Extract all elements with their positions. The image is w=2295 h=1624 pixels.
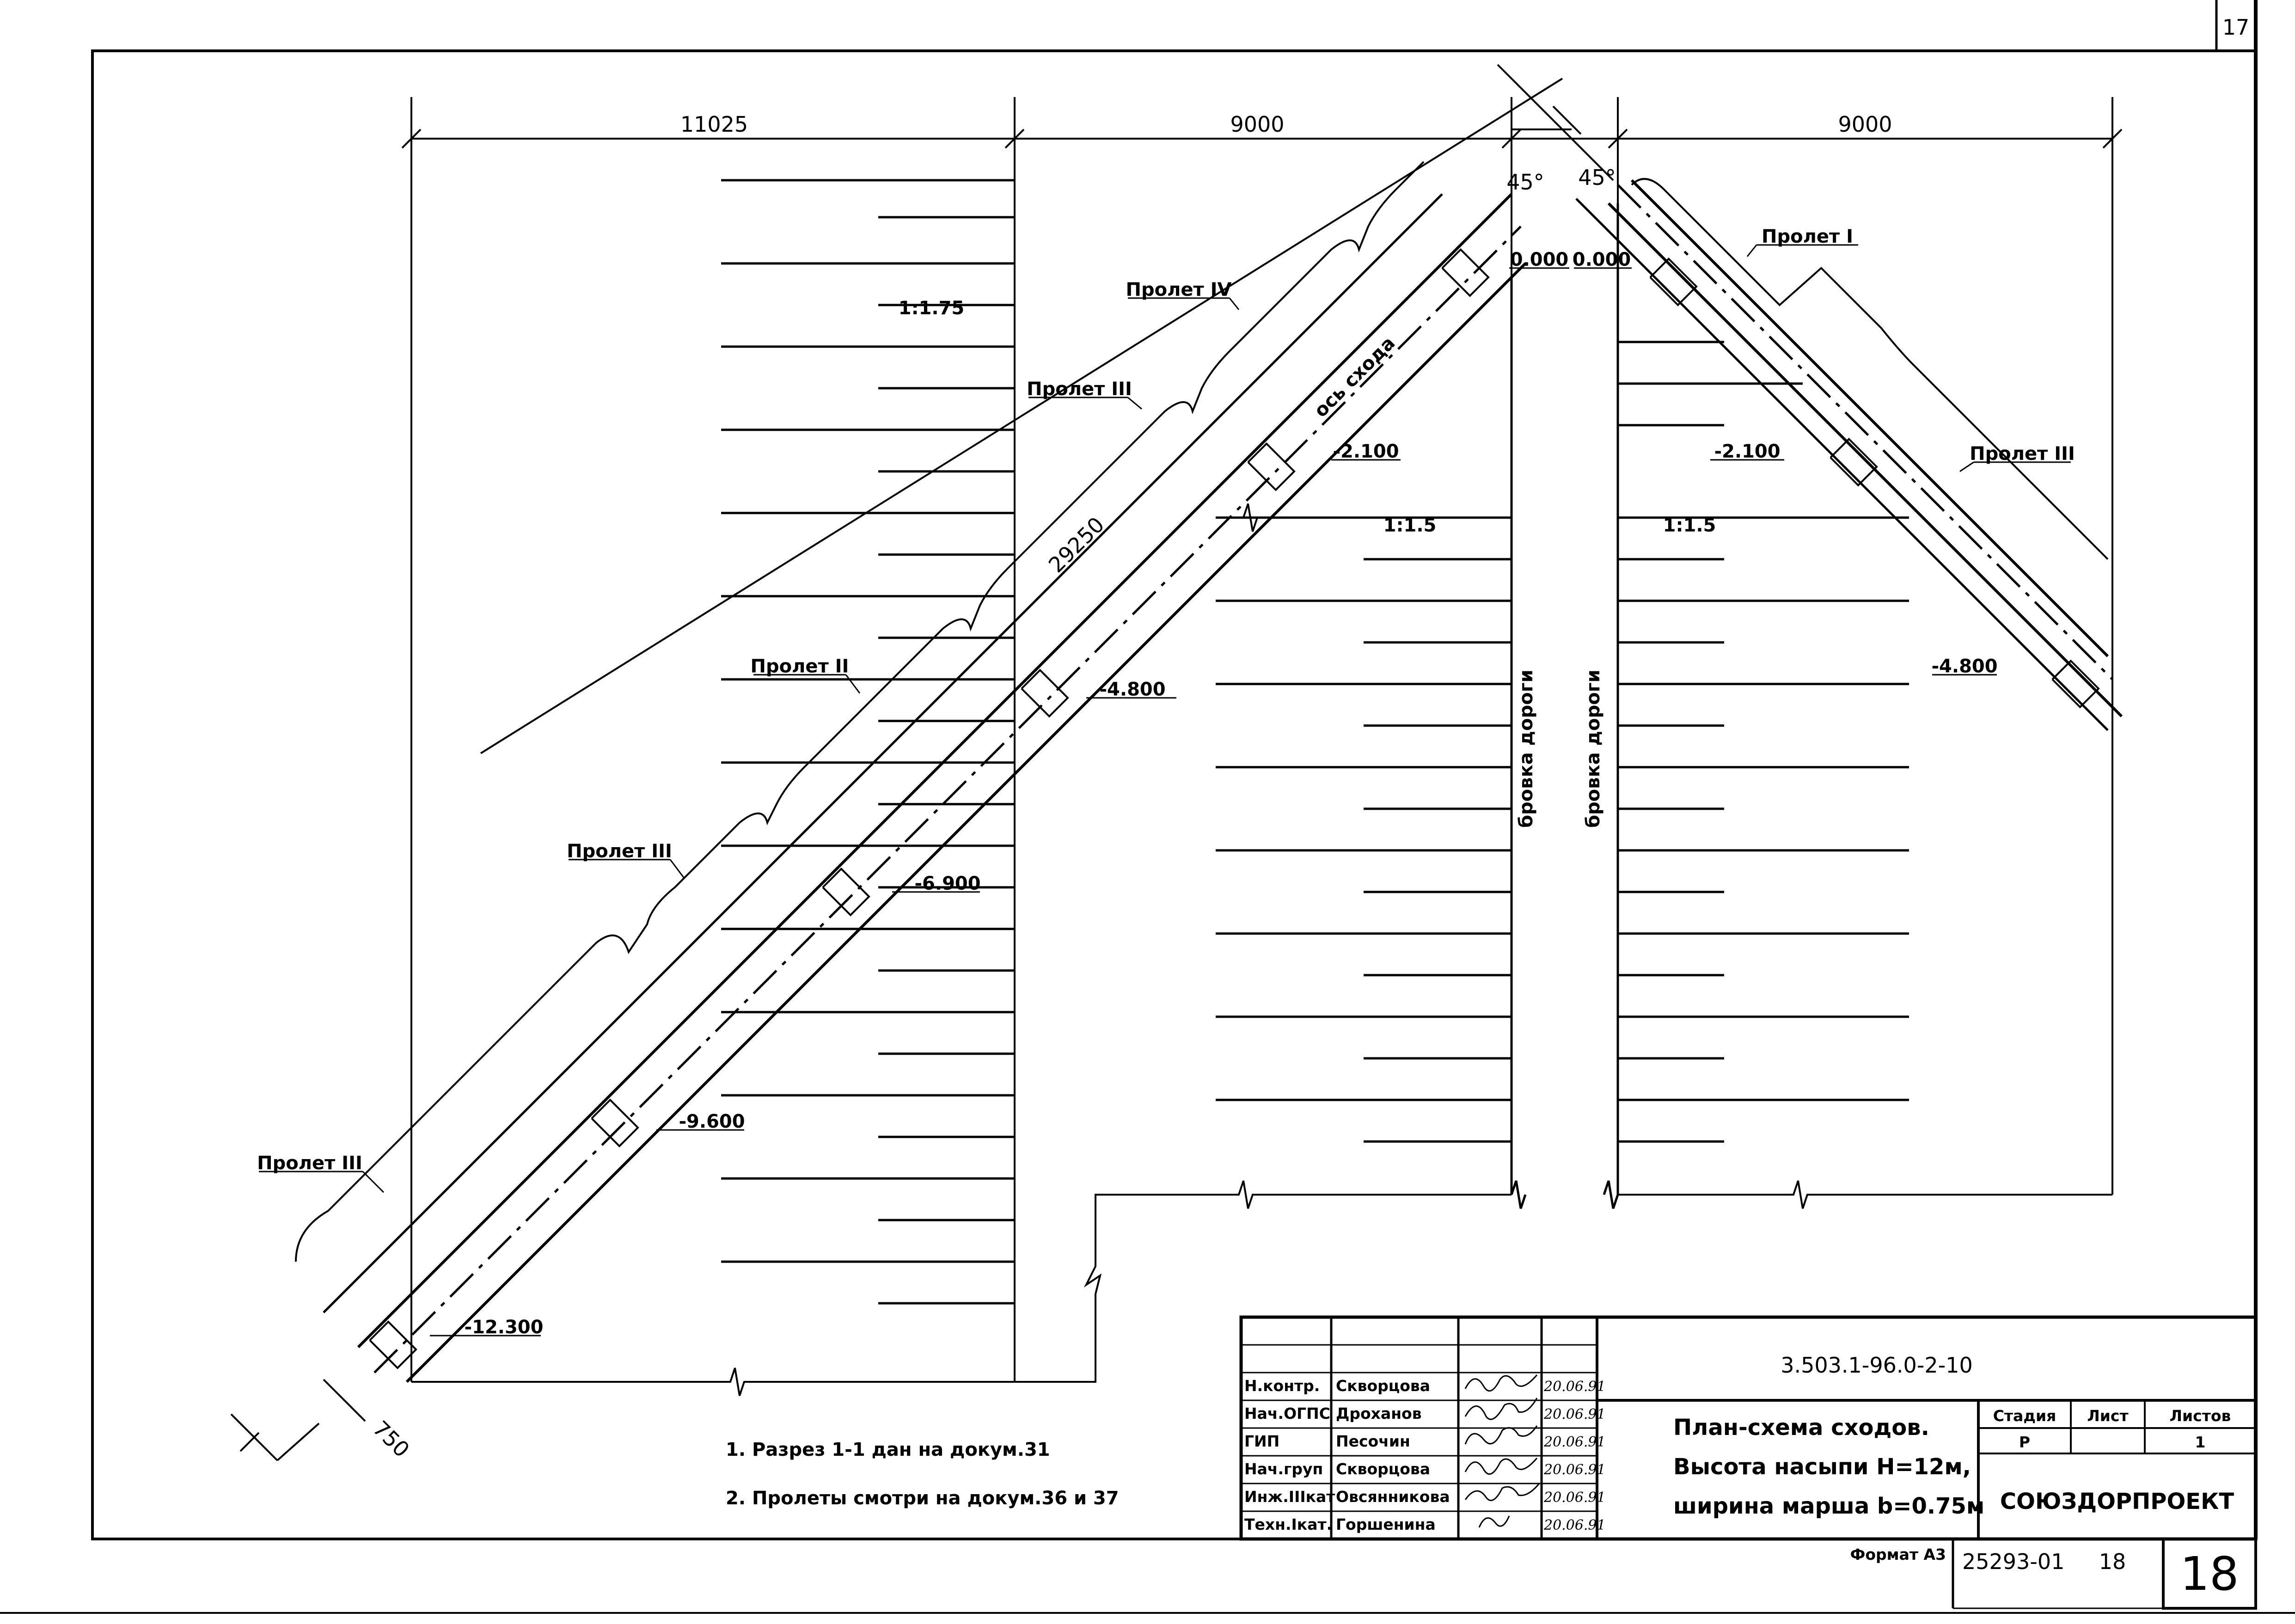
tb-sheets-value: 1: [2195, 1433, 2206, 1451]
road-edge-label-left: бровка дороги: [1516, 670, 1537, 828]
embankment-hatching-middle: [1216, 516, 1512, 1143]
embankment-hatching-right: [1618, 341, 1909, 1143]
slope-lower-left: 1:1.5: [1383, 515, 1437, 536]
right-stair-landings: [1649, 257, 2100, 708]
angle-left: 45°: [1506, 170, 1544, 195]
span-label-iii-right: Пролет III: [1970, 443, 2075, 464]
tb-organization: СОЮЗДОРПРОЕКТ: [2000, 1489, 2234, 1514]
span-label-iii-lower: Пролет III: [257, 1153, 362, 1174]
road-edge-strip: [1510, 203, 1619, 1209]
elevation-left-2100: -2.100: [1333, 441, 1399, 462]
tb-stage-header: Стадия: [1993, 1407, 2056, 1425]
span-leaders: [259, 244, 2071, 1193]
elevation-left-4800: -4.800: [1099, 679, 1165, 700]
left-stair: [323, 78, 1563, 1422]
span-label-iii-middle: Пролет III: [567, 841, 672, 862]
span-label-iii-upper: Пролет III: [1027, 379, 1132, 400]
tb-format-label: Формат А3: [1850, 1545, 1946, 1563]
tb-role-4: Инж.IIIкат: [1244, 1488, 1335, 1506]
dim-top-middle: 9000: [1230, 112, 1284, 137]
elevation-right-4800: -4.800: [1931, 656, 1997, 677]
tb-role-5: Техн.Iкат.: [1244, 1515, 1332, 1533]
stair-axis-label: ось схода: [1310, 332, 1399, 421]
tb-date-1: 20.06.91: [1543, 1406, 1606, 1423]
elevation-12300: -12.300: [465, 1317, 544, 1338]
road-edge-label-right: бровка дороги: [1583, 670, 1604, 828]
tb-name-2: Песочин: [1336, 1432, 1410, 1450]
tb-name-4: Овсянникова: [1336, 1488, 1450, 1506]
tb-date-5: 20.06.91: [1543, 1517, 1606, 1533]
elevation-leaders: [430, 267, 1997, 1337]
tb-date-4: 20.06.91: [1543, 1490, 1606, 1506]
elevation-6900: -6.900: [914, 873, 980, 894]
span-label-ii: Пролет II: [751, 656, 849, 677]
tb-role-1: Нач.ОГПС: [1244, 1404, 1330, 1423]
tb-role-2: ГИП: [1244, 1432, 1279, 1450]
tb-title-line3: ширина марша b=0.75м: [1673, 1493, 1984, 1519]
span-braces-right: [1631, 178, 2109, 560]
left-stair-landings: [369, 248, 1490, 1369]
span-label-i-right: Пролет I: [1762, 226, 1853, 247]
tb-page-big: 18: [2180, 1547, 2239, 1601]
tb-sheets-header: Листов: [2170, 1407, 2231, 1425]
tb-sheet-header: Лист: [2087, 1407, 2128, 1425]
tb-name-5: Горшенина: [1336, 1515, 1436, 1533]
dim-top-right: 9000: [1838, 112, 1892, 137]
tb-date-3: 20.06.91: [1543, 1462, 1606, 1478]
slope-lower-right: 1:1.5: [1663, 515, 1716, 536]
top-dimension-line: [401, 97, 2123, 1382]
embankment-hatching-left: [721, 179, 1015, 1305]
tb-title-line2: Высота насыпи Н=12м,: [1673, 1454, 1971, 1480]
span-braces-left: [295, 161, 1425, 1262]
tb-page-small: 18: [2099, 1549, 2126, 1574]
elevation-left-top: 0.000: [1510, 249, 1569, 270]
tb-date-2: 20.06.91: [1543, 1434, 1606, 1450]
tb-name-0: Скворцова: [1336, 1377, 1430, 1395]
section-marks: [230, 64, 1614, 1461]
tb-signatures: [1464, 1374, 1540, 1528]
tb-stage-value: Р: [2019, 1433, 2030, 1451]
span-label-iv: Пролет IV: [1126, 279, 1232, 300]
title-block-grid: [1239, 1315, 2258, 1610]
tb-role-0: Н.контр.: [1244, 1377, 1320, 1395]
boundary-break-lines: [411, 503, 2112, 1396]
slope-upper-left: 1:1.75: [899, 298, 965, 319]
tb-title-line1: План-схема сходов.: [1673, 1415, 1929, 1441]
march-width-dimension: 750: [368, 1416, 414, 1462]
angle-right: 45°: [1578, 165, 1616, 190]
tb-inventory-number: 25293-01: [1962, 1549, 2064, 1574]
note-2: 2. Пролеты смотри на докум.36 и 37: [726, 1488, 1119, 1509]
dim-top-left: 11025: [680, 112, 748, 137]
tb-role-3: Нач.груп: [1244, 1460, 1323, 1478]
tb-name-1: Дроханов: [1336, 1404, 1422, 1423]
elevation-right-top: 0.000: [1573, 249, 1631, 270]
note-1: 1. Разрез 1-1 дан на докум.31: [726, 1439, 1050, 1460]
elevation-9600: -9.600: [679, 1111, 745, 1132]
tb-date-0: 20.06.91: [1543, 1379, 1606, 1395]
sheet-top-number: 17: [2222, 15, 2250, 40]
tb-name-3: Скворцова: [1336, 1460, 1430, 1478]
elevation-right-2100: -2.100: [1714, 441, 1780, 462]
tb-doc-code: 3.503.1-96.0-2-10: [1781, 1353, 1973, 1378]
